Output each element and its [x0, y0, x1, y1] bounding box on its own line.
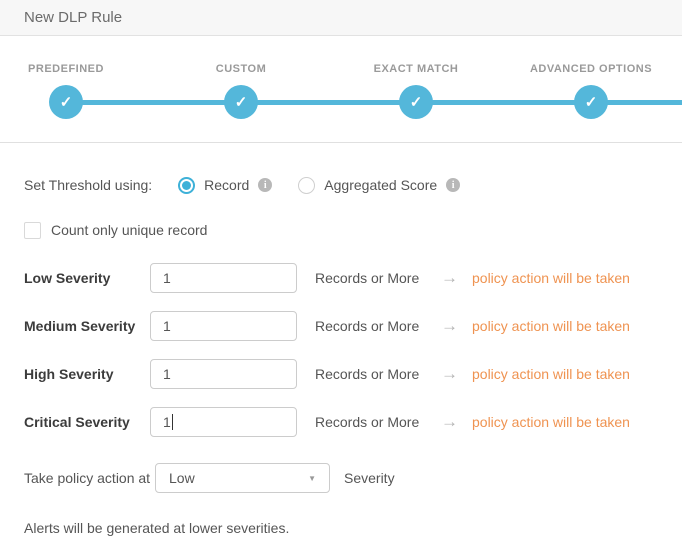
severity-row-low: Low Severity 1 Records or More → policy …: [24, 263, 682, 293]
check-icon: ✓: [234, 94, 248, 111]
radio-label: Aggregated Score: [324, 177, 438, 193]
step-complete-icon[interactable]: ✓: [224, 85, 258, 119]
arrow-right-icon: →: [441, 316, 458, 335]
critical-severity-threshold-input[interactable]: 1: [150, 407, 297, 437]
step-complete-icon[interactable]: ✓: [49, 85, 83, 119]
radio-selected-icon[interactable]: [178, 176, 196, 194]
policy-action-text: policy action will be taken: [472, 414, 630, 430]
severity-row-critical: Critical Severity 1 Records or More → po…: [24, 407, 682, 437]
policy-action-prefix-label: Take policy action at: [24, 470, 151, 486]
step-label: PREDEFINED: [28, 63, 104, 75]
input-value: 1: [163, 270, 171, 286]
step-label: CUSTOM: [215, 63, 267, 75]
radio-label: Record: [204, 177, 250, 193]
severity-label: Medium Severity: [24, 318, 136, 334]
records-or-more-label: Records or More: [315, 270, 420, 286]
info-icon[interactable]: i: [446, 178, 461, 192]
form-content: Set Threshold using: Record i Aggregated…: [0, 175, 682, 536]
unique-record-row: Count only unique record: [24, 221, 682, 239]
radio-option-record[interactable]: Record i: [178, 176, 273, 194]
severity-label: High Severity: [24, 366, 114, 382]
check-icon: ✓: [409, 94, 423, 111]
policy-action-text: policy action will be taken: [472, 270, 630, 286]
severity-label: Low Severity: [24, 270, 111, 286]
check-icon: ✓: [59, 94, 73, 111]
stepper-connector-line: [66, 100, 682, 105]
policy-action-severity-dropdown[interactable]: Low ▼: [155, 463, 330, 493]
records-or-more-label: Records or More: [315, 366, 420, 382]
chevron-down-icon: ▼: [308, 473, 316, 483]
alerts-note: Alerts will be generated at lower severi…: [24, 520, 290, 536]
radio-unselected-icon[interactable]: [298, 176, 316, 194]
severity-suffix-label: Severity: [344, 470, 395, 486]
arrow-right-icon: →: [441, 364, 458, 383]
arrow-right-icon: →: [441, 412, 458, 431]
policy-action-row: Take policy action at Low ▼ Severity: [24, 463, 682, 493]
threshold-mode-row: Set Threshold using: Record i Aggregated…: [24, 175, 682, 195]
step-complete-icon[interactable]: ✓: [399, 85, 433, 119]
arrow-right-icon: →: [441, 268, 458, 287]
input-value: 1: [163, 366, 171, 382]
dialog-header: New DLP Rule: [0, 0, 682, 36]
input-value: 1: [163, 318, 171, 334]
step-label: ADVANCED OPTIONS: [529, 63, 653, 75]
low-severity-threshold-input[interactable]: 1: [150, 263, 297, 293]
checkbox-label: Count only unique record: [51, 222, 208, 238]
input-value: 1: [163, 414, 171, 430]
severity-label: Critical Severity: [24, 414, 130, 430]
threshold-label: Set Threshold using:: [24, 177, 153, 193]
dropdown-selected-value: Low: [169, 470, 195, 486]
records-or-more-label: Records or More: [315, 414, 420, 430]
policy-action-text: policy action will be taken: [472, 366, 630, 382]
severity-row-high: High Severity 1 Records or More → policy…: [24, 359, 682, 389]
medium-severity-threshold-input[interactable]: 1: [150, 311, 297, 341]
radio-option-aggregated-score[interactable]: Aggregated Score i: [298, 176, 461, 194]
wizard-stepper: PREDEFINED ✓ CUSTOM ✓ EXACT MATCH ✓ ADVA…: [0, 36, 682, 143]
records-or-more-label: Records or More: [315, 318, 420, 334]
info-icon[interactable]: i: [258, 178, 273, 192]
step-complete-icon[interactable]: ✓: [574, 85, 608, 119]
radio-dot: [182, 180, 192, 190]
severity-row-medium: Medium Severity 1 Records or More → poli…: [24, 311, 682, 341]
text-cursor: [171, 414, 173, 430]
step-label: EXACT MATCH: [373, 63, 459, 75]
policy-action-text: policy action will be taken: [472, 318, 630, 334]
check-icon: ✓: [584, 94, 598, 111]
unique-record-checkbox[interactable]: [24, 221, 41, 239]
high-severity-threshold-input[interactable]: 1: [150, 359, 297, 389]
page-title: New DLP Rule: [24, 9, 123, 26]
